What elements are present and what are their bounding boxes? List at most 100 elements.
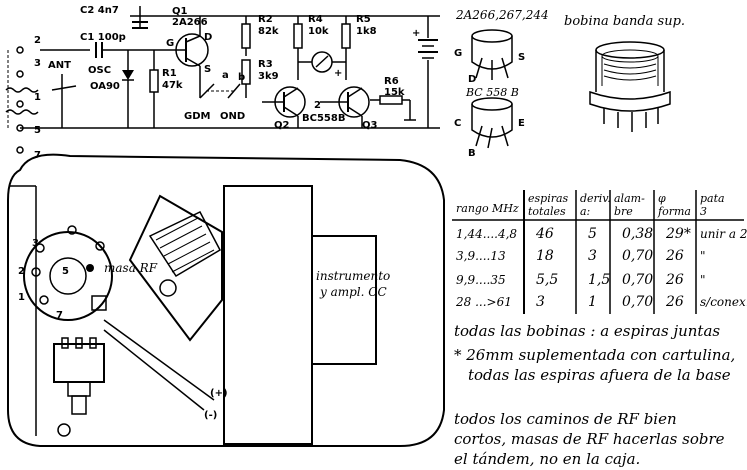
socket-pin5: 5: [62, 266, 69, 277]
table-cell: 0,70: [622, 248, 653, 264]
q2-num: 2: [314, 100, 321, 111]
pinout-g: G: [454, 48, 462, 59]
c1-label: C1 100p: [80, 32, 126, 43]
table-cell: ": [700, 249, 706, 263]
lead-minus: (-): [204, 410, 217, 421]
table-header-0: rango MHz: [456, 202, 519, 215]
pinout-b: B: [468, 148, 476, 159]
meter-plus: +: [334, 68, 342, 79]
table-cell: 26: [665, 248, 684, 264]
assembly-drawing: instrumento y ampl. CC 3 2 5 1 7 masa RF: [7, 153, 445, 447]
term-5: 5: [34, 125, 41, 136]
table-header-1: totales: [528, 205, 566, 218]
table-header-2: deriv.: [580, 192, 611, 205]
r2-value: 82k: [258, 26, 279, 37]
table-cell: 5,5: [536, 272, 558, 288]
instrumento-label: instrumento: [316, 269, 390, 283]
table-cell: 1: [588, 294, 597, 310]
socket-pin1: 1: [18, 292, 25, 303]
table-header-5: pata: [700, 192, 725, 205]
notes: todas las bobinas : a espiras juntas * 2…: [454, 322, 735, 468]
gdm-label: GDM: [184, 111, 211, 122]
table-cell: 0,38: [622, 226, 653, 242]
table-header-4: forma: [657, 205, 691, 218]
bc558-label: BC 558 B: [465, 86, 519, 99]
term-1: 1: [34, 92, 41, 103]
table-cell: 0,70: [622, 272, 653, 288]
pinout-e: E: [518, 118, 525, 129]
q2-label: Q2: [274, 120, 290, 131]
switch-a: a: [222, 70, 229, 81]
table-cell: 26: [665, 294, 684, 310]
r1-label: R1: [162, 68, 177, 79]
q3-label: Q3: [362, 120, 378, 131]
table-cell: 1,44....4,8: [456, 227, 517, 241]
r2-label: R2: [258, 14, 273, 25]
battery-plus: +: [412, 28, 420, 39]
table-header-5: 3: [700, 205, 707, 218]
table-cell: 3,9....13: [456, 249, 506, 263]
drain-label: D: [204, 32, 212, 43]
r4-value: 10k: [308, 26, 329, 37]
r3-value: 3k9: [258, 71, 279, 82]
table-cell: 1,5: [588, 272, 610, 288]
ant-label: ANT: [48, 60, 71, 71]
table-header-4: φ: [658, 192, 666, 205]
table-header-3: alam-: [614, 192, 645, 205]
socket-pin2: 2: [18, 266, 25, 277]
source-label: S: [204, 64, 211, 75]
gate-label: G: [166, 38, 174, 49]
pinout-diagram: 2A266,267,244 G S D BC 558 B C E B: [454, 8, 549, 159]
ampl-label: y ampl. CC: [319, 285, 387, 299]
pinout-title: 2A266,267,244: [455, 8, 549, 22]
r1-value: 47k: [162, 80, 183, 91]
table-cell: ": [700, 273, 706, 287]
table-cell: s/conex.: [700, 295, 747, 309]
socket-pin3: 3: [32, 238, 39, 249]
table-header-1: espiras: [528, 192, 569, 205]
table-cell: 5: [588, 226, 597, 242]
table-cell: 18: [536, 248, 554, 264]
pinout-d: D: [468, 74, 476, 85]
pinout-s: S: [518, 52, 525, 63]
ond-label: OND: [220, 111, 245, 122]
r6-label: R6: [384, 76, 399, 87]
coil-title: bobina banda sup.: [564, 14, 685, 29]
bc558b-label: BC558B: [302, 113, 345, 124]
table-cell: unir a 2: [700, 227, 747, 241]
oa90-label: OA90: [90, 81, 120, 92]
r6-value: 15k: [384, 87, 405, 98]
pinout-c: C: [454, 118, 461, 129]
socket-pin7: 7: [56, 310, 63, 321]
table-cell: 9,9....35: [456, 273, 506, 287]
table-cell: 26: [665, 272, 684, 288]
table-header-3: bre: [614, 205, 633, 218]
schematic: + C2 4n7 Q1 2A266 G D S R2 82k R3 3k9 R4: [5, 5, 440, 161]
osc-label: OSC: [88, 65, 111, 76]
note-line1: todas las bobinas : a espiras juntas: [454, 322, 720, 340]
r5-label: R5: [356, 14, 371, 25]
table-header-2: a:: [580, 205, 590, 218]
c2-label: C2 4n7: [80, 5, 119, 16]
table-cell: 46: [535, 226, 554, 242]
note-line4: todos los caminos de RF bien: [454, 410, 677, 428]
q1-type: 2A266: [172, 17, 208, 28]
term-3: 3: [34, 58, 41, 69]
lead-plus: (+): [210, 388, 228, 399]
coil-drawing: bobina banda sup.: [564, 14, 685, 132]
term-2: 2: [34, 35, 41, 46]
table-cell: 0,70: [622, 294, 653, 310]
note-line5: cortos, masas de RF hacerlas sobre: [454, 430, 725, 448]
r4-label: R4: [308, 14, 323, 25]
note-line6: el tándem, no en la caja.: [454, 450, 640, 468]
table-cell: 29*: [665, 226, 691, 242]
masa-rf-label: masa RF: [104, 261, 158, 275]
table-cell: 3: [588, 248, 597, 264]
note-line3: todas las espiras afuera de la base: [468, 366, 731, 384]
table-cell: 3: [536, 294, 545, 310]
table-cell: 28 ...>61: [455, 295, 512, 309]
switch-b: b: [238, 72, 245, 83]
q1-label: Q1: [172, 6, 188, 17]
